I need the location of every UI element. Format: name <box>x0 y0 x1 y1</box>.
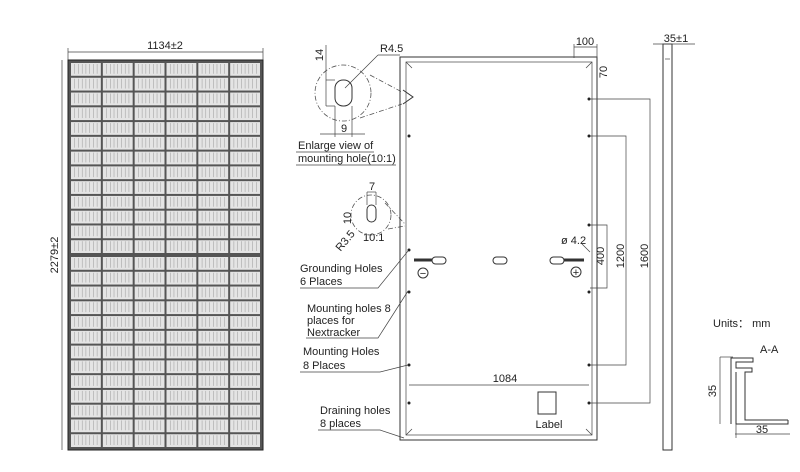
callout-draining-1: Draining holes <box>320 405 391 417</box>
section-title: A-A <box>760 344 779 356</box>
mounting-radius-dim: R4.5 <box>380 43 403 55</box>
cell-grid <box>71 63 260 447</box>
minus-sign: − <box>420 268 426 280</box>
width-dim-label: 1134±2 <box>147 40 183 52</box>
junction-box-minus <box>431 256 447 265</box>
mounting-hole-enlarged <box>334 79 353 107</box>
front-view: 1134±2 2279±2 <box>49 40 264 451</box>
callout-grounding-1: Grounding Holes <box>300 263 383 275</box>
dim-1600: 1600 <box>639 244 651 268</box>
grounding-hole-detail: 7 10 R3.5 10:1 <box>334 181 406 254</box>
hole-diameter-dim: ø 4.2 <box>561 235 586 247</box>
units-label: Units： mm <box>713 318 770 330</box>
mounting-height-dim: 14 <box>314 49 326 61</box>
callout-draining-2: 8 places <box>320 418 361 430</box>
back-view: 100 70 − + ø 4.2 400 1200 1600 1084 Labe… <box>399 36 651 441</box>
dim-400: 400 <box>595 247 607 265</box>
callout-nextracker-2: places for <box>307 315 355 327</box>
callout-mounting-1: Mounting Holes <box>303 346 380 358</box>
plus-sign: + <box>573 267 579 279</box>
thickness-dim: 35±1 <box>664 33 688 45</box>
detail-caption-2: mounting hole(10:1) <box>298 153 396 165</box>
minus-terminal-icon <box>417 267 429 279</box>
side-view: 35±1 <box>653 33 695 451</box>
dim-1084: 1084 <box>493 373 517 385</box>
grounding-radius-dim: R3.5 <box>334 228 358 254</box>
mounting-hole-detail: 14 R4.5 9 Enlarge view of mounting hole(… <box>296 43 414 166</box>
height-dim-label: 2279±2 <box>49 237 61 274</box>
callout-nextracker-1: Mounting holes 8 <box>307 303 391 315</box>
junction-box-plus <box>549 256 565 265</box>
junction-box-center <box>492 256 508 265</box>
section-width-dim: 35 <box>756 424 768 436</box>
callouts: Grounding Holes 6 Places Mounting holes … <box>300 250 409 439</box>
plus-terminal-icon <box>570 266 582 278</box>
callout-grounding-2: 6 Places <box>300 276 343 288</box>
corner-dim-side: 70 <box>598 66 610 78</box>
label-text: Label <box>536 419 563 431</box>
detail-caption-1: Enlarge view of <box>298 140 374 152</box>
dim-1200: 1200 <box>615 244 627 268</box>
grounding-height-dim: 10 <box>342 212 354 224</box>
callout-mounting-2: 8 Places <box>303 360 346 372</box>
section-height-dim: 35 <box>707 385 719 397</box>
grounding-scale: 10:1 <box>363 232 384 244</box>
callout-nextracker-3: Nextracker <box>307 327 361 339</box>
mounting-width-dim: 9 <box>341 123 347 135</box>
corner-dim-top: 100 <box>576 36 594 48</box>
section-a-a: Units： mm A-A 35 35 <box>707 318 790 438</box>
label-box <box>537 391 557 415</box>
mounting-hole-markers <box>407 97 591 405</box>
grounding-width-dim: 7 <box>369 181 375 193</box>
